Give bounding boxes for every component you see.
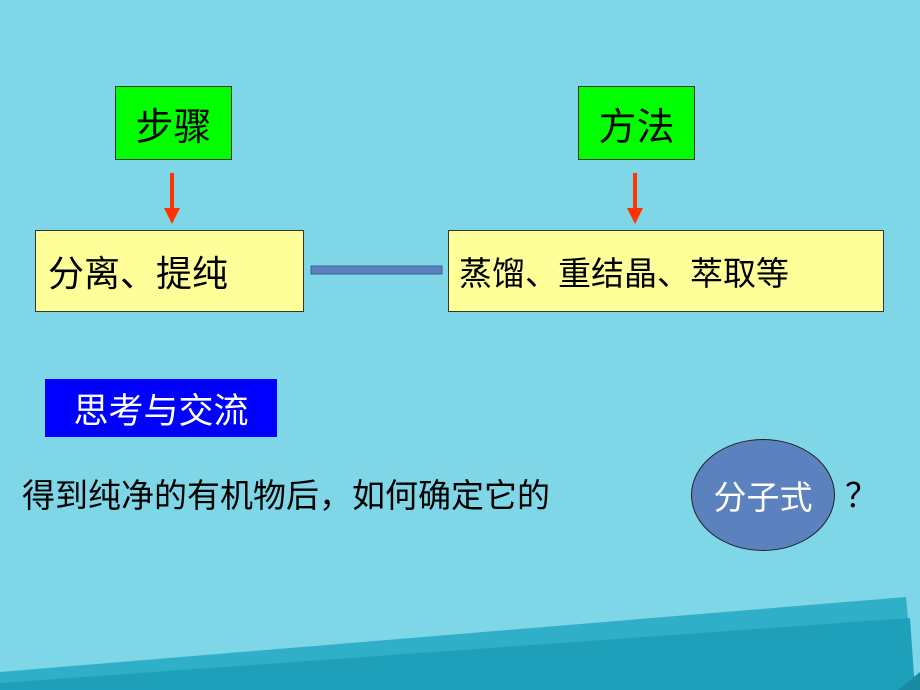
method-label: 方法: [598, 104, 675, 149]
separation-label: 分离、提纯: [48, 254, 229, 295]
method-box: 方法: [578, 86, 695, 160]
right-down-arrow: [627, 173, 643, 224]
section-label-text: 思考与交流: [73, 391, 249, 432]
corner-fold: [898, 672, 920, 690]
bottom-band-shadow: [0, 618, 915, 690]
techniques-label: 蒸馏、重结晶、萃取等: [459, 254, 789, 293]
highlight-term: 分子式: [713, 478, 813, 517]
connector-bar: [310, 265, 443, 275]
question-text: 得到纯净的有机物后，如何确定它的: [22, 476, 550, 515]
separation-box: 分离、提纯: [35, 230, 304, 312]
steps-label: 步骤: [135, 104, 212, 149]
highlight-ellipse: 分子式: [691, 439, 835, 551]
question-mark: ？: [845, 476, 878, 515]
section-label: 思考与交流: [45, 379, 277, 437]
techniques-box: 蒸馏、重结晶、萃取等: [448, 230, 884, 312]
left-down-arrow: [164, 173, 180, 224]
steps-box: 步骤: [115, 86, 232, 160]
